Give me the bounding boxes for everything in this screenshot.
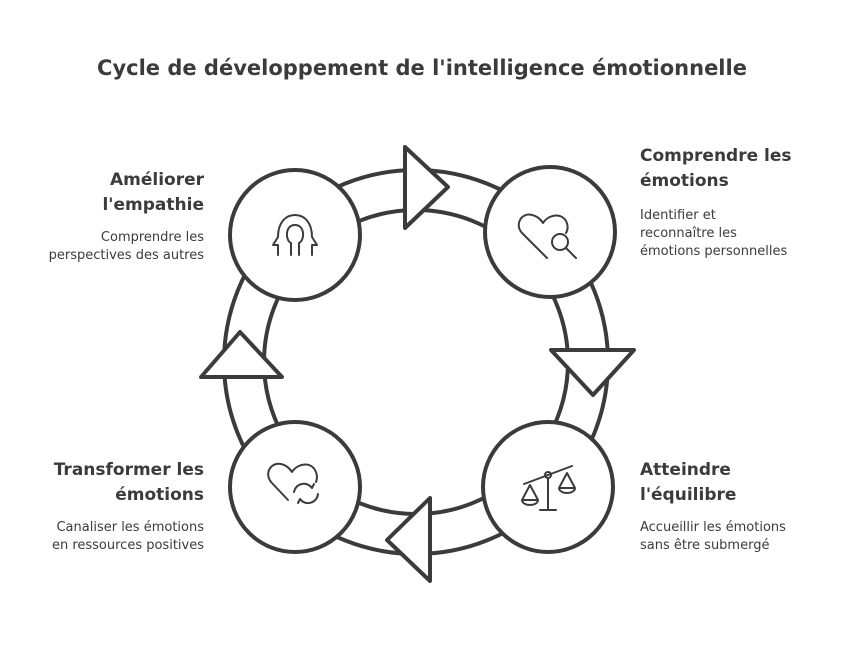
title-line: émotions <box>640 171 729 191</box>
arrow-up-icon <box>199 330 284 379</box>
desc-line: Comprendre les <box>100 230 204 245</box>
title-line: Comprendre les <box>640 146 792 166</box>
desc-line: perspectives des autres <box>48 248 204 263</box>
step-empathie-title: Améliorer l'empathie <box>102 168 204 218</box>
step-transformer-title: Transformer les émotions <box>54 458 204 508</box>
desc-line: reconnaître les <box>640 226 737 241</box>
heart-cycle-icon <box>267 462 319 505</box>
title-line: Atteindre <box>640 460 731 480</box>
desc-line: émotions personnelles <box>640 244 788 259</box>
arrow-left-icon <box>385 496 432 583</box>
node-empathie <box>228 168 362 302</box>
title-line: l'équilibre <box>640 485 737 505</box>
diagram-title: Cycle de développement de l'intelligence… <box>97 56 747 80</box>
step-transformer-desc: Canaliser les émotions en ressources pos… <box>52 519 204 555</box>
two-heads-icon <box>272 214 318 256</box>
title-line: Transformer les <box>53 460 204 480</box>
desc-line: Canaliser les émotions <box>56 520 204 535</box>
title-line: Améliorer <box>109 170 204 190</box>
desc-line: Identifier et <box>640 208 716 223</box>
step-equilibre-title: Atteindre l'équilibre <box>640 458 736 508</box>
desc-line: Accueillir les émotions <box>640 520 786 535</box>
arrow-down-icon <box>549 348 636 397</box>
title-line: l'empathie <box>102 195 204 215</box>
step-comprendre-title: Comprendre les émotions <box>640 144 792 194</box>
arrow-right-icon <box>403 145 450 230</box>
node-comprendre <box>483 165 617 299</box>
step-comprendre-desc: Identifier et reconnaître les émotions p… <box>640 207 787 261</box>
desc-line: en ressources positives <box>51 538 204 553</box>
desc-line: sans être submergé <box>640 538 770 553</box>
balance-scale-icon <box>521 465 576 511</box>
step-equilibre-desc: Accueillir les émotions sans être submer… <box>640 519 786 555</box>
title-line: émotions <box>115 485 204 505</box>
heart-magnifier-icon <box>517 213 577 259</box>
step-empathie-desc: Comprendre les perspectives des autres <box>49 229 204 265</box>
